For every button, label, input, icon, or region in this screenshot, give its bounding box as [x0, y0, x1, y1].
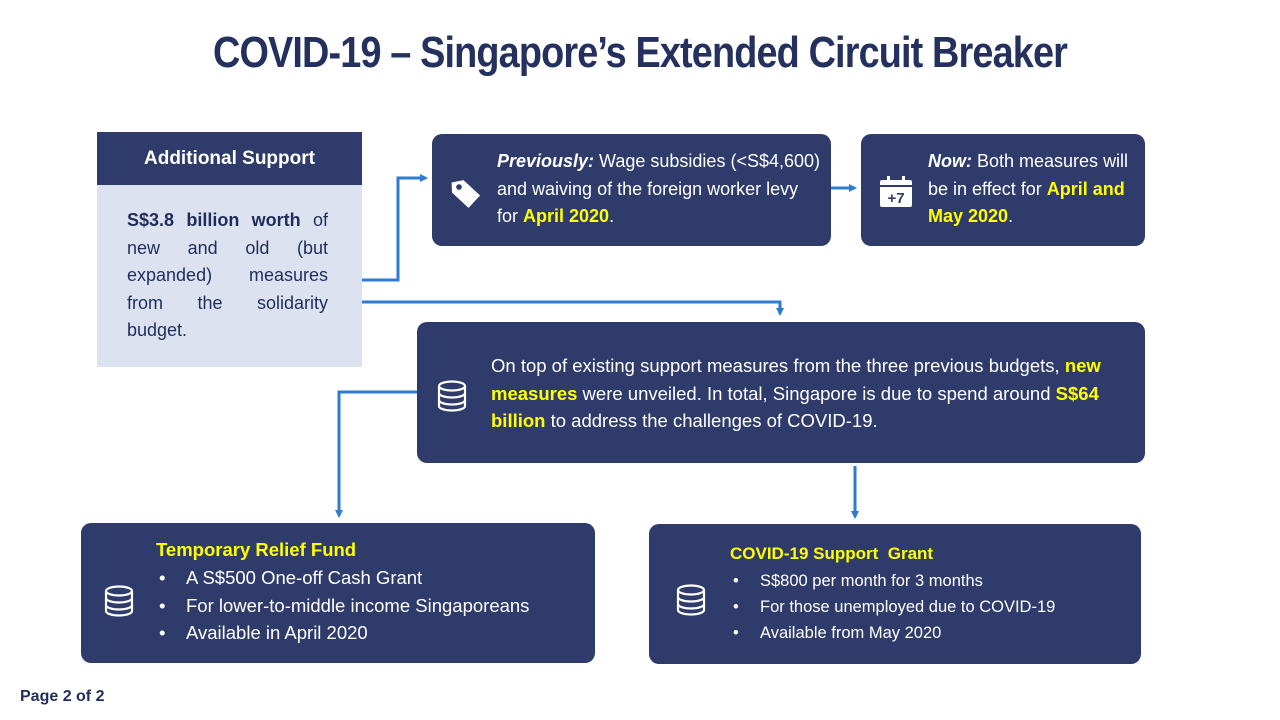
- previously-end: .: [609, 206, 615, 226]
- price-tag-icon: [451, 180, 481, 208]
- relief-fund-title: Temporary Relief Fund: [156, 539, 357, 560]
- total-highlight-amount: S$64 billion: [491, 382, 1099, 432]
- support-description: of new and old (but expanded) measures f…: [127, 210, 328, 340]
- database-icon: [104, 585, 134, 617]
- relief-fund-bullets: A S$500 One-off Cash Grant For lower-to-…: [156, 564, 529, 647]
- total-highlight-new-measures: new measures: [491, 355, 1101, 404]
- total-text: On top of existing support measures from…: [491, 352, 1131, 435]
- support-grant-title: COVID-19 Support Grant: [730, 544, 934, 563]
- now-label: Now:: [928, 151, 972, 171]
- temporary-relief-fund-panel: Temporary Relief Fund A S$500 One-off Ca…: [81, 523, 595, 663]
- arrow-support-to-total: [362, 300, 784, 316]
- calendar-badge: +7: [887, 190, 904, 207]
- now-panel: +7 Now: Both measures will be in effect …: [861, 134, 1145, 246]
- previously-panel: Previously: Wage subsidies (<S$4,600) an…: [432, 134, 831, 246]
- previously-body: Wage subsidies (<S$4,600) and waiving of…: [497, 151, 821, 226]
- database-icon: [437, 380, 467, 412]
- previously-highlight: April 2020: [523, 206, 610, 226]
- total-text-part1: On top of existing support measures from…: [491, 355, 1065, 376]
- page-title: COVID-19 – Singapore’s Extended Circuit …: [212, 28, 1068, 77]
- support-grant-panel: COVID-19 Support Grant S$800 per month f…: [649, 524, 1141, 664]
- support-amount: S$3.8 billion worth: [127, 210, 301, 230]
- support-grant-bullets: S$800 per month for 3 months For those u…: [730, 568, 1055, 646]
- additional-support-heading: Additional Support: [97, 132, 362, 185]
- now-end: .: [1008, 206, 1014, 226]
- previously-text: Previously: Wage subsidies (<S$4,600) an…: [497, 148, 822, 231]
- now-highlight: April and May 2020: [928, 178, 1125, 227]
- list-item: Available from May 2020: [730, 620, 1055, 646]
- now-body: Both measures will be in effect for: [928, 151, 1129, 199]
- total-text-part2: were unveiled. In total, Singapore is du…: [577, 382, 1056, 404]
- list-item: Available in April 2020: [156, 619, 529, 647]
- list-item: A S$500 One-off Cash Grant: [156, 564, 529, 592]
- page-indicator: Page 2 of 2: [20, 688, 105, 705]
- calendar-plus-icon: +7: [880, 176, 912, 207]
- total-spending-panel: On top of existing support measures from…: [417, 322, 1145, 463]
- arrow-total-to-relief-fund: [335, 390, 417, 518]
- list-item: S$800 per month for 3 months: [730, 568, 1055, 594]
- list-item: For those unemployed due to COVID-19: [730, 594, 1055, 620]
- arrow-support-to-previously: [362, 174, 428, 282]
- previously-label: Previously:: [497, 151, 595, 171]
- now-text: Now: Both measures will be in effect for…: [928, 148, 1138, 231]
- list-item: For lower-to-middle income Singaporeans: [156, 592, 529, 620]
- additional-support-body: S$3.8 billion worth of new and old (but …: [97, 185, 362, 367]
- total-text-part3: to address the challenges of COVID-19.: [545, 410, 878, 431]
- database-icon: [676, 584, 706, 616]
